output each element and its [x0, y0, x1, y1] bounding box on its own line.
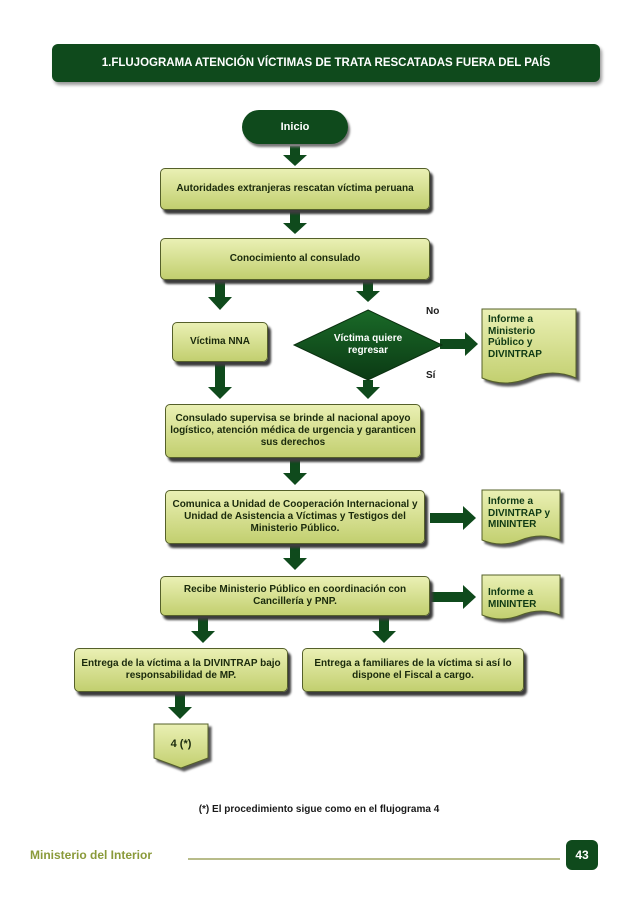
footer-divider — [188, 858, 560, 860]
footer-org: Ministerio del Interior — [30, 848, 153, 862]
arrow-start-step1 — [283, 146, 307, 166]
arrow-nna-step3 — [208, 364, 232, 399]
step-delivery-family: Entrega a familiares de la víctima si as… — [302, 648, 524, 692]
arrow-step4-doc2 — [430, 506, 476, 530]
page-title: 1.FLUJOGRAMA ATENCIÓN VÍCTIMAS DE TRATA … — [52, 44, 600, 82]
arrow-step2-decision — [356, 282, 380, 302]
arrow-step5-step6b — [372, 618, 396, 643]
decision-label: Víctima quiere regresar — [333, 333, 403, 356]
offpage-connector-shape — [153, 723, 209, 769]
doc-shape-1 — [481, 308, 577, 384]
decision-diamond — [292, 309, 444, 381]
step-public-ministry: Recibe Ministerio Público en coordinació… — [160, 576, 430, 616]
step-consulate-support: Consulado supervisa se brinde al naciona… — [165, 404, 421, 458]
arrow-step3-step4 — [283, 460, 307, 485]
step-consulate-notice: Conocimiento al consulado — [160, 238, 430, 280]
step-victim-nna: Víctima NNA — [172, 322, 268, 362]
footnote: (*) El procedimiento sigue como en el fl… — [198, 804, 440, 815]
arrow-step6a-connector — [168, 694, 192, 719]
arrow-step5-step6a — [191, 618, 215, 643]
arrow-step4-step5 — [283, 546, 307, 570]
offpage-connector-label: 4 (*) — [170, 738, 192, 750]
no-label: No — [426, 306, 440, 317]
arrow-decision-doc1 — [440, 332, 478, 356]
arrow-decision-step3 — [356, 380, 380, 399]
arrow-step5-doc3 — [430, 585, 476, 609]
arrow-step1-step2 — [283, 212, 307, 234]
doc-shape-2 — [481, 489, 561, 545]
yes-label: Sí — [426, 370, 436, 381]
step-rescue: Autoridades extranjeras rescatan víctima… — [160, 168, 430, 210]
arrow-step2-nna — [208, 282, 232, 310]
step-delivery-divintrap: Entrega de la víctima a la DIVINTRAP baj… — [74, 648, 288, 692]
step-communicate: Comunica a Unidad de Cooperación Interna… — [165, 490, 425, 544]
start-terminal: Inicio — [242, 110, 348, 144]
page-number: 43 — [566, 840, 598, 870]
doc-shape-3 — [481, 574, 561, 620]
